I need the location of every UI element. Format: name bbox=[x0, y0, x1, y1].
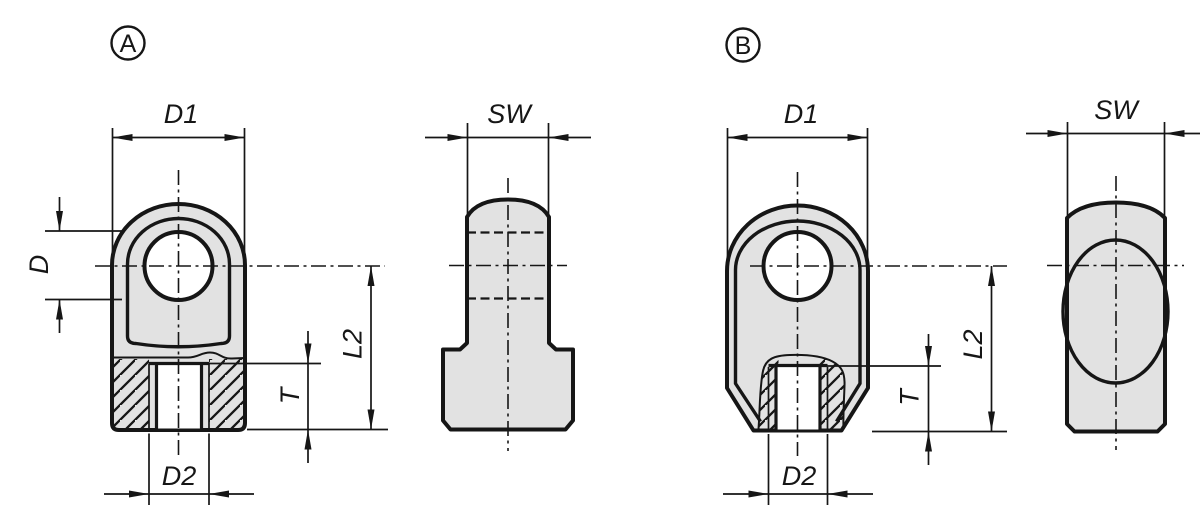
side-view-b bbox=[1047, 176, 1184, 450]
arrow-right bbox=[827, 490, 848, 498]
variant-b-badge-circle bbox=[725, 27, 761, 63]
breakout-boundary-b bbox=[757, 353, 846, 430]
arrow-top bbox=[304, 343, 312, 364]
arrow-left bbox=[727, 134, 748, 141]
dim-sw-b: SW bbox=[1026, 95, 1200, 218]
dim-label-d2-b: D2 bbox=[782, 461, 817, 491]
eye-inner-edge-a bbox=[125, 216, 232, 349]
dim-label-l2-a: L2 bbox=[338, 329, 368, 359]
dim-label-t-b: T bbox=[895, 387, 925, 406]
variant-a-badge-circle bbox=[110, 25, 146, 61]
side-view-a bbox=[441, 178, 575, 451]
dim-d2-a: D2 bbox=[104, 433, 254, 505]
dim-label-sw-a: SW bbox=[487, 99, 533, 129]
dim-label-sw-b: SW bbox=[1094, 95, 1140, 125]
arrow-left bbox=[129, 490, 149, 498]
dim-label-d2-a: D2 bbox=[162, 461, 197, 491]
arrow-top bbox=[925, 346, 932, 366]
variant-a-badge-label: A bbox=[120, 30, 137, 58]
arrow-top bbox=[56, 211, 63, 231]
variant-b-group: B D1 bbox=[723, 27, 1200, 505]
dim-l2-a: L2 bbox=[338, 266, 375, 430]
arrow-bottom bbox=[367, 409, 375, 430]
arrow-left bbox=[748, 490, 769, 498]
dim-d2-b: D2 bbox=[723, 434, 873, 505]
front-view-a bbox=[95, 170, 385, 457]
dim-d1-a: D1 bbox=[111, 99, 246, 260]
arrow-right bbox=[1164, 130, 1185, 137]
arrow-bottom bbox=[304, 429, 312, 450]
hatch-area-right-a bbox=[209, 359, 244, 429]
eye-body-junction-line-a bbox=[112, 351, 246, 360]
arrow-left bbox=[112, 134, 133, 141]
variant-b-badge-label: B bbox=[735, 32, 752, 60]
arrow-right bbox=[209, 490, 229, 498]
arrow-bottom bbox=[988, 411, 995, 432]
dim-l2-b: L2 bbox=[958, 266, 995, 432]
arrow-right bbox=[847, 134, 868, 141]
arrow-right bbox=[224, 134, 245, 141]
dim-d1-b: D1 bbox=[726, 99, 869, 266]
dim-label-l2-b: L2 bbox=[958, 329, 988, 359]
variant-a-group: A D1 bbox=[24, 25, 591, 505]
dim-label-d-a: D bbox=[24, 255, 54, 275]
dim-t-a: T bbox=[209, 331, 388, 463]
section-hatch-a bbox=[113, 359, 244, 429]
dim-t-b: T bbox=[827, 334, 1007, 465]
arrow-top bbox=[367, 266, 375, 286]
dim-sw-a: SW bbox=[425, 99, 591, 215]
hatch-area-left-a bbox=[113, 359, 149, 429]
dim-label-d1-a: D1 bbox=[164, 99, 199, 129]
front-view-b bbox=[725, 172, 1007, 456]
arrow-right bbox=[548, 134, 569, 141]
dim-d-a: D bbox=[24, 197, 122, 333]
dim-label-t-a: T bbox=[275, 385, 305, 404]
arrow-bottom bbox=[925, 431, 932, 452]
arrow-top bbox=[988, 266, 995, 286]
arrow-left bbox=[447, 134, 468, 141]
arrow-left bbox=[1047, 130, 1068, 137]
arrow-bottom bbox=[56, 299, 63, 320]
dim-label-d1-b: D1 bbox=[784, 99, 819, 129]
